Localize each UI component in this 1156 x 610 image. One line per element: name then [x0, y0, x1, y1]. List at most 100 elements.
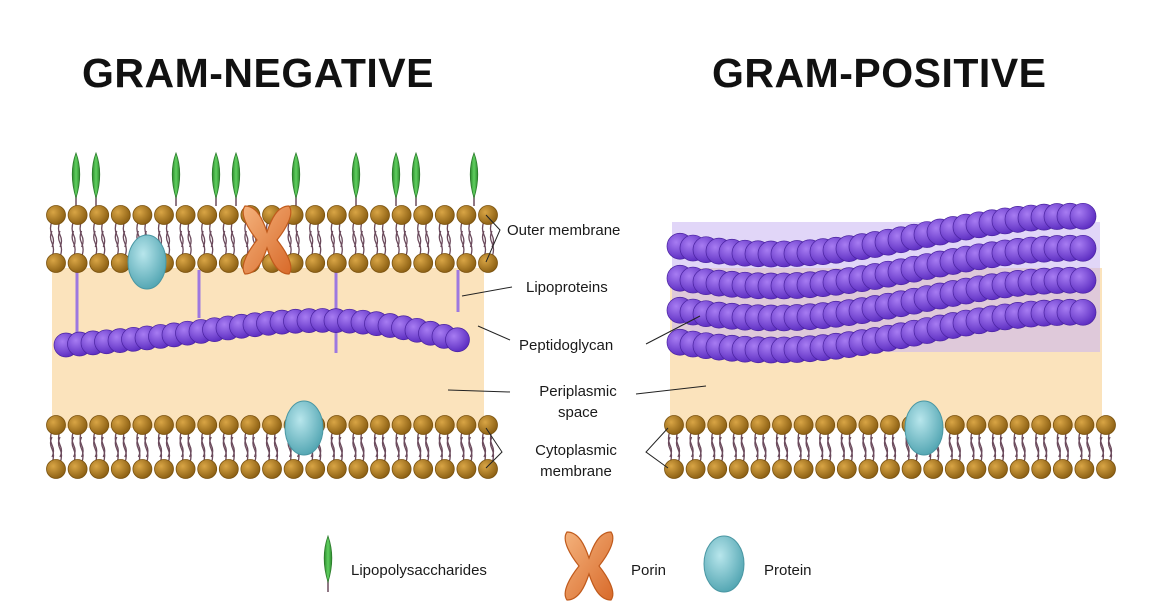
cytoplasmic-bracket-right [645, 427, 669, 469]
cytoplasmic-bracket-left [485, 427, 503, 469]
outer-membrane-lipid-head [46, 253, 66, 273]
lipopolysaccharide [291, 151, 301, 206]
cytoplasmic-lipid-head [478, 459, 498, 479]
peptidoglycan-bead [445, 327, 470, 353]
legend: Lipopolysaccharides Porin Protein [323, 531, 812, 601]
outer-membrane-lipid-head [391, 205, 412, 225]
cytoplasmic-lipid-head [175, 459, 196, 479]
cytoplasmic-lipid-head [1096, 415, 1116, 435]
cytoplasmic-lipid-tail [114, 430, 127, 464]
legend-lipopolysaccharides-label: Lipopolysaccharides [351, 562, 487, 579]
gram-positive-title: GRAM-POSITIVE [712, 50, 1047, 96]
cytoplasmic-lipid-tail [330, 430, 343, 464]
gram-positive-cytoplasmic-membrane [664, 415, 1116, 479]
outer-membrane-lipid-tail [417, 220, 430, 258]
cytoplasmic-lipid-head [456, 415, 477, 435]
cytoplasmic-lipid-head [966, 415, 987, 435]
outer-membrane-lipid-tail [222, 220, 235, 258]
cytoplasmic-lipid-head [434, 459, 455, 479]
cytoplasmic-lipid-head [348, 415, 369, 435]
periplasmic-label-line1: Periplasmic [539, 383, 617, 400]
cytoplasmic-lipid-head [836, 415, 857, 435]
cytoplasmic-lipid-head [89, 415, 110, 435]
cytoplasmic-lipid-head [326, 415, 347, 435]
outer-membrane-lipid-head [110, 205, 131, 225]
cytoplasmic-lipid-head [858, 415, 879, 435]
outer-membrane-lipid-head [434, 205, 455, 225]
cytoplasmic-lipid-head [664, 459, 684, 479]
cytoplasmic-lipid-head [46, 459, 66, 479]
outer-membrane-lipid-head [110, 253, 131, 273]
peptidoglycan-bead [1069, 266, 1097, 294]
cytoplasmic-label-line2: membrane [540, 463, 612, 480]
outer-membrane-lipid-head [370, 253, 390, 273]
cytoplasmic-lipid-head [89, 459, 110, 479]
cytoplasmic-lipid-head [240, 459, 261, 479]
outer-membrane-lipid-head [67, 205, 88, 225]
lipopolysaccharide [469, 151, 479, 206]
outer-membrane-lipid-tail [481, 220, 495, 258]
outer-membrane-lipid-head [132, 205, 153, 225]
gram-negative-cytoplasmic-membrane [46, 415, 498, 479]
cytoplasmic-lipid-head [262, 459, 282, 479]
outer-membrane-lipid-tail [373, 220, 387, 258]
cytoplasmic-lipid-head [67, 415, 88, 435]
cytoplasmic-lipid-head [175, 415, 196, 435]
lipopolysaccharide [411, 151, 421, 206]
cytoplasmic-lipid-head [1074, 459, 1095, 479]
outer-membrane-lipid-head [46, 205, 66, 225]
cytoplasmic-lipid-tail [1078, 430, 1091, 464]
leader-lines [447, 214, 707, 469]
outer-membrane-lipid-head [326, 205, 347, 225]
cytoplasmic-lipid-head [750, 459, 771, 479]
peptidoglycan-bead [1069, 298, 1097, 326]
legend-lipopolysaccharides-icon [323, 534, 333, 592]
outer-membrane-lipid-head [89, 253, 110, 273]
cytoplasmic-lipid-head [154, 459, 174, 479]
outer-membrane-lipid-head [305, 253, 326, 273]
outer-membrane-lipid-head [413, 205, 434, 225]
cytoplasmic-lipid-tail [417, 430, 430, 464]
cytoplasmic-lipid-head [348, 459, 369, 479]
cytoplasmic-lipid-head [391, 459, 412, 479]
outer-membrane-porin [242, 205, 292, 275]
cytoplasmic-lipid-tail [157, 430, 171, 464]
outer-membrane-lipid-tail [114, 220, 127, 258]
cytoplasmic-lipid-head [67, 459, 88, 479]
cytoplasmic-lipid-tail [395, 430, 408, 464]
cytoplasmic-lipid-head [707, 415, 728, 435]
outer-membrane-lipid-head [175, 253, 196, 273]
cytoplasmic-lipid-head [858, 459, 879, 479]
outer-membrane-lipid-head [305, 205, 326, 225]
legend-protein-icon [703, 535, 745, 593]
cytoplasmic-lipid-head [218, 459, 239, 479]
outer-membrane-label: Outer membrane [507, 222, 620, 239]
outer-membrane-lipid-head [175, 205, 196, 225]
lipopolysaccharide [351, 151, 361, 206]
cytoplasmic-lipid-tail [352, 430, 365, 464]
gram-negative-title: GRAM-NEGATIVE [82, 50, 434, 96]
cytoplasmic-lipid-head [793, 415, 814, 435]
outer-membrane-lipid-head [89, 205, 110, 225]
cytoplasmic-lipid-tail [1056, 430, 1069, 464]
cytoplasmic-lipid-tail [711, 430, 724, 464]
outer-membrane-lipid-tail [352, 220, 365, 258]
cytoplasmic-lipid-head [707, 459, 728, 479]
cytoplasmic-lipid-tail [438, 430, 451, 464]
peptidoglycan-line-right [645, 315, 701, 345]
outer-membrane-lipid-head [478, 205, 498, 225]
gram-positive-peptidoglycan [666, 202, 1100, 364]
cytoplasmic-lipid-head [1009, 459, 1030, 479]
legend-porin-icon [564, 531, 614, 601]
outer-membrane-lipid-head [413, 253, 434, 273]
outer-membrane-lipid-tail [438, 220, 451, 258]
outer-membrane-lipid-head [197, 253, 218, 273]
lipopolysaccharide [211, 151, 221, 206]
cytoplasmic-lipid-tail [667, 430, 681, 464]
cytoplasmic-lipid-head [728, 459, 749, 479]
cytoplasmic-lipid-head [110, 459, 131, 479]
cytoplasmic-lipid-tail [1099, 430, 1113, 464]
outer-membrane-lipid-head [197, 205, 218, 225]
peptidoglycan-line-left [477, 325, 511, 341]
cytoplasmic-lipid-head [944, 459, 965, 479]
